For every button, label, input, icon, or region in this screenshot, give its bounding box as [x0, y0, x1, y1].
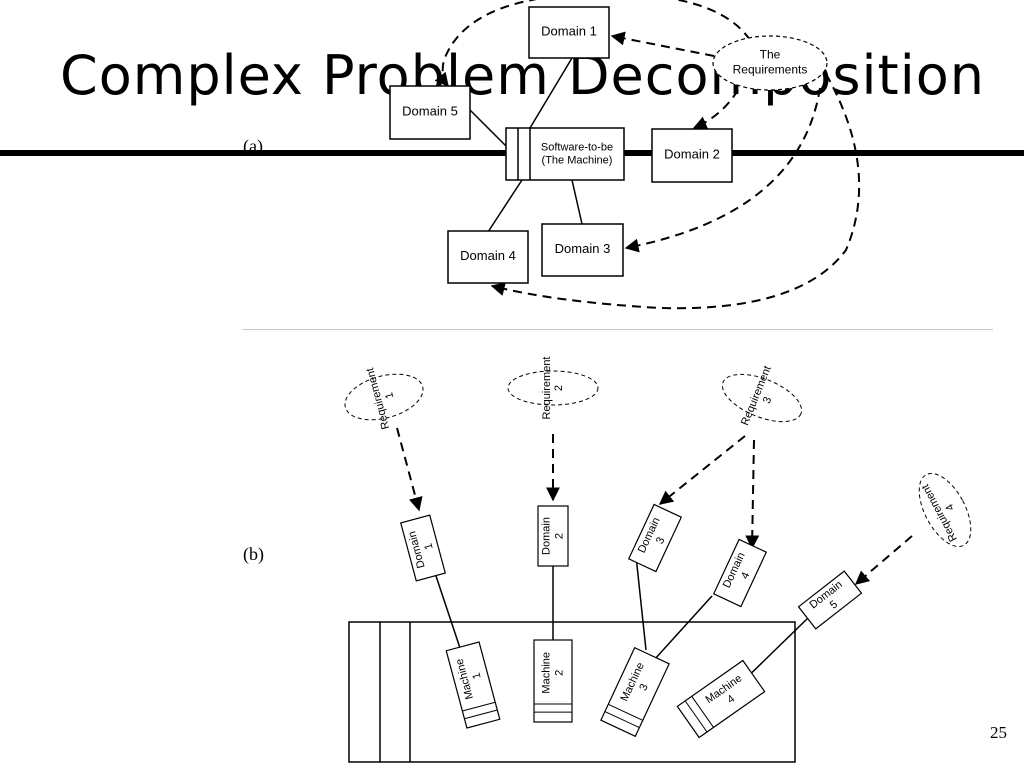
requirement-ellipse-2-label: Requirement2: [541, 357, 565, 420]
panel-b-label: (b): [243, 544, 264, 564]
connector-machine-domain1: [529, 57, 573, 129]
req3-arrow-d4: [745, 439, 760, 550]
requirement-ellipse-4: Requirement4: [918, 472, 972, 548]
slide-title: Complex Problem Decomposition: [60, 44, 985, 107]
machine-b-1-stripe-1: [462, 701, 496, 712]
page-number: 25: [990, 723, 1007, 742]
machine-b-2-label: Machine2: [541, 652, 566, 694]
machine-b-3-stripe-2: [604, 711, 640, 729]
domain-b-4: Domain4: [712, 538, 768, 608]
connector-d4-m3: [653, 595, 713, 661]
panel-a-diagram: Domain 1 Domain 2 Domain 3 Domain 4 Domain 5…: [389, 0, 861, 310]
domain-label-3: Domain 3: [555, 241, 611, 256]
domain-b-2-frame: [537, 505, 569, 567]
domain-box-2: [651, 128, 733, 183]
domain-label-4: Domain 4: [460, 248, 516, 263]
domain-b-3-frame: [627, 503, 683, 573]
panel-b-diagram: Requirement1 Requirement2 Requirement3Requ…: [344, 357, 972, 763]
domain-box-4: [447, 230, 529, 284]
domain-box-3: [541, 223, 624, 277]
machine-b-1: Machine1: [445, 641, 501, 729]
domain-b-3: Domain3: [627, 503, 683, 573]
requirement-ellipse-2-outline: [507, 370, 599, 406]
domain-label-5: Domain 5: [402, 104, 458, 119]
connector-machine-domain3: [571, 179, 583, 225]
requirement-ellipse-2: Requirement2: [507, 357, 599, 420]
req-arrow-domain1: [610, 31, 715, 57]
domain-b-5-frame: [797, 570, 863, 630]
machine-b-4-stripe-1: [691, 695, 714, 728]
domain-box-1: [528, 6, 610, 59]
domain-b-2-label: Domain2: [541, 517, 566, 555]
panel-separator: [242, 329, 993, 330]
domain-label-1: Domain 1: [541, 24, 597, 39]
machine-b-4-stripe-2: [684, 700, 708, 733]
domain-box-5: [389, 85, 471, 140]
domain-b-2: Domain2: [537, 505, 569, 567]
connector-machine-domain5: [469, 109, 509, 149]
domain-label-2: Domain 2: [664, 147, 720, 162]
domain-b-1: Domain1: [400, 514, 446, 582]
domain-b-1-frame: [400, 514, 446, 582]
machine-box: [505, 127, 625, 181]
req4-arrow-d5: [854, 535, 913, 585]
machine-b-1-frame: [445, 641, 501, 729]
domain-b-4-frame: [712, 538, 768, 608]
connector-d3-m3: [635, 555, 647, 651]
requirement-ellipse-4-outline: [918, 472, 972, 548]
req-arrow-domain2: [692, 89, 739, 130]
requirement-ellipse-1-outline: [344, 373, 424, 421]
machine-label: Software-to-be(The Machine): [541, 141, 613, 166]
req-arrow-domain3: [624, 87, 821, 253]
requirements-ellipse: [712, 35, 828, 91]
requirement-ellipse-3-outline: [721, 373, 803, 423]
connector-machine-domain4: [487, 179, 523, 233]
domain-b-5: Domain5: [797, 570, 863, 630]
machine-b-3-frame: [600, 646, 670, 738]
machine-b-1-stripe-2: [464, 709, 498, 720]
requirement-ellipse-3: Requirement3: [721, 364, 803, 427]
req3-arrow-d3: [658, 435, 746, 505]
machine-b-3-stripe-1: [608, 703, 643, 721]
req1-arrow-d1: [396, 427, 423, 512]
machine-b-2: Machine2: [533, 639, 573, 723]
panel-a-label: (a): [243, 136, 263, 156]
req-arrow-domain5: [434, 0, 751, 88]
machine-b-4-frame: [676, 659, 766, 739]
requirement-ellipse-1: Requirement1: [344, 367, 424, 431]
machine-b-2-frame: [533, 639, 573, 723]
